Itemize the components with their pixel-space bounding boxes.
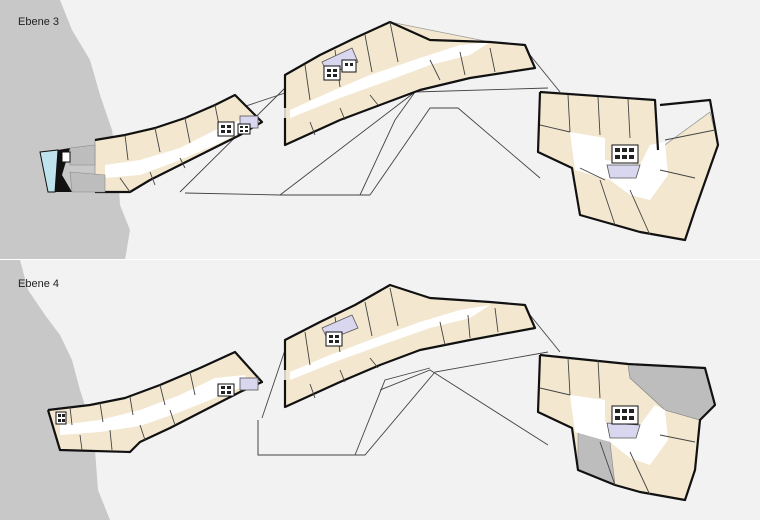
west-wing (46, 350, 264, 454)
level-3-panel: Ebene 3 (0, 0, 720, 260)
terrain-area (0, 0, 130, 260)
site-lines (179, 54, 561, 196)
east-block (536, 353, 717, 502)
level-3-plan (0, 0, 720, 260)
east-block (536, 90, 720, 242)
west-core (239, 377, 259, 391)
level-3-label: Ebene 3 (18, 16, 59, 28)
west-stair-icon (217, 121, 235, 137)
east-core (606, 422, 641, 439)
middle-wing (283, 20, 537, 147)
level-4-label: Ebene 4 (18, 278, 59, 290)
level-4-plan (0, 260, 717, 520)
east-core (606, 164, 641, 179)
terrain-area (0, 260, 110, 520)
level-4-panel: Ebene 4 (0, 260, 760, 520)
middle-wing (283, 283, 537, 409)
site-lines (257, 314, 561, 456)
west-wing (39, 93, 264, 194)
